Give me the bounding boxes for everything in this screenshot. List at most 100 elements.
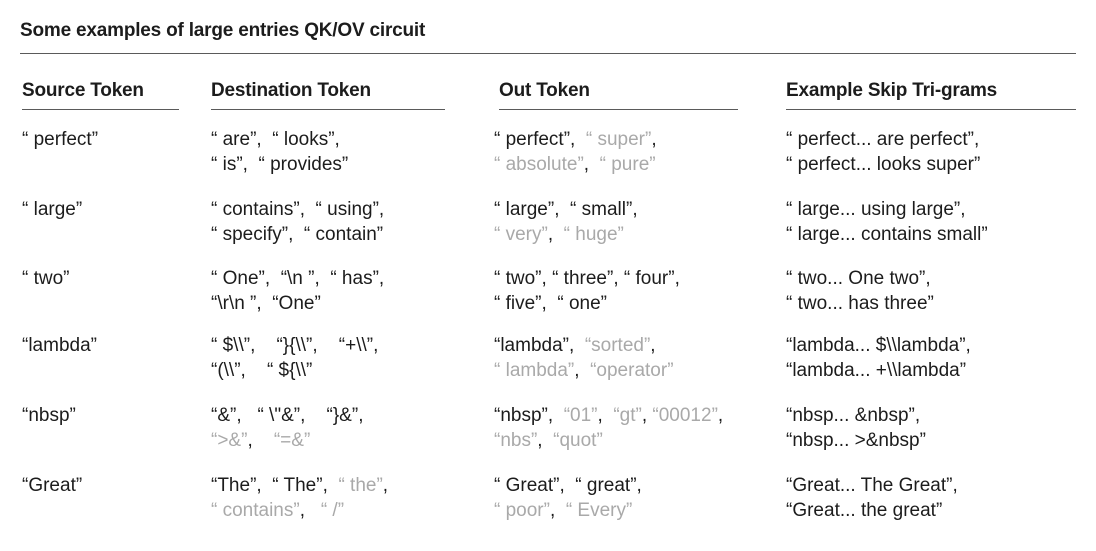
token: “ /” — [320, 500, 345, 521]
skip-trigram-cell: “ two... One two”,“ two... has three” — [786, 266, 934, 316]
token-separator: , — [549, 500, 566, 521]
skip-trigram-cell: “ large... using large”,“ large... conta… — [786, 197, 988, 247]
token: “ ${\\” — [266, 360, 313, 381]
token: “>&” — [211, 430, 248, 451]
token: “ small” — [570, 199, 633, 220]
source-token: “ large” — [22, 199, 83, 220]
token-line: “The”, “ The”, “ the”, — [211, 473, 388, 498]
token-separator: , — [334, 129, 340, 150]
token: “ great” — [575, 475, 637, 496]
token: “}&” — [326, 405, 359, 426]
token-separator: , — [247, 430, 274, 451]
token-separator: , — [299, 199, 316, 220]
token-line: “ poor”, “ Every” — [494, 498, 642, 523]
token-separator: , — [636, 475, 642, 496]
skip-trigram-example: “nbsp... >&nbsp” — [786, 430, 926, 451]
token-line: “nbsp”, “01”, “gt”, “00012”, — [494, 403, 723, 428]
token: “operator” — [590, 360, 674, 381]
token-separator: , — [256, 129, 273, 150]
header-source-token: Source Token — [22, 80, 144, 101]
token-separator: , — [358, 405, 364, 426]
token: “ has” — [330, 268, 379, 289]
token: “\r\n ” — [211, 293, 257, 314]
out-token-cell: “ Great”, “ great”,“ poor”, “ Every” — [494, 473, 642, 523]
skip-trigram-example: “Great... The Great”, — [786, 475, 958, 496]
token: “ very” — [494, 224, 548, 245]
token-separator: , — [256, 293, 273, 314]
header-out-token: Out Token — [499, 80, 590, 101]
skip-trigram-example: “lambda... +\\lambda” — [786, 360, 967, 381]
token-separator: , — [597, 405, 614, 426]
source-token: “nbsp” — [22, 405, 76, 426]
token-separator: , — [674, 268, 680, 289]
token-line: “ large”, “ small”, — [494, 197, 638, 222]
token-line: “>&”, “=&” — [211, 428, 363, 453]
token: “ the” — [338, 475, 383, 496]
token-separator: , — [650, 335, 656, 356]
skip-trigram-example: “nbsp... &nbsp”, — [786, 405, 921, 426]
destination-token-cell: “ $\\”, “}{\\”, “+\\”,“(\\”, “ ${\\” — [211, 333, 378, 383]
header-underline-trigrams — [786, 109, 1076, 110]
token: “ poor” — [494, 500, 550, 521]
token-separator: , — [300, 405, 327, 426]
skip-trigram-example: “lambda... $\\lambda”, — [786, 335, 971, 356]
token: “00012” — [652, 405, 718, 426]
token: “The” — [211, 475, 257, 496]
token: “ provides” — [258, 154, 349, 175]
token: “One” — [272, 293, 321, 314]
token-line: “ specify”, “ contain” — [211, 222, 384, 247]
source-token-cell: “Great” — [22, 473, 82, 498]
token-line: “ five”, “ one” — [494, 291, 680, 316]
header-underline-destination — [211, 109, 445, 110]
token: “ super” — [585, 129, 652, 150]
destination-token-cell: “&”, “ \"&”, “}&”,“>&”, “=&” — [211, 403, 363, 453]
token-line: “lambda”, “sorted”, — [494, 333, 674, 358]
token: “ absolute” — [494, 154, 584, 175]
token-separator: , — [717, 405, 724, 426]
token-separator: , — [541, 293, 558, 314]
token-line: “(\\”, “ ${\\” — [211, 358, 378, 383]
token-separator: , — [378, 268, 385, 289]
token-line: “\r\n ”, “One” — [211, 291, 384, 316]
token: “gt” — [613, 405, 642, 426]
skip-trigram-example: “ two... One two”, — [786, 268, 931, 289]
token-separator: , — [240, 360, 267, 381]
token: “ large” — [494, 199, 555, 220]
token-separator: , — [574, 360, 591, 381]
token: “ contains” — [211, 199, 300, 220]
destination-token-cell: “ are”, “ looks”,“ is”, “ provides” — [211, 127, 348, 177]
token: “ One” — [211, 268, 265, 289]
header-destination-token: Destination Token — [211, 80, 371, 101]
destination-token-cell: “ contains”, “ using”,“ specify”, “ cont… — [211, 197, 384, 247]
source-token-cell: “ perfect” — [22, 127, 98, 152]
token: “ perfect” — [494, 129, 571, 150]
token: “ Great” — [494, 475, 560, 496]
token-separator: , — [570, 129, 586, 150]
token-separator: , — [568, 335, 585, 356]
token-line: “&”, “ \"&”, “}&”, — [211, 403, 363, 428]
token-separator: , — [651, 129, 657, 150]
destination-token-cell: “The”, “ The”, “ the”,“ contains”, “ /” — [211, 473, 388, 523]
token: “ two” — [494, 268, 542, 289]
token-separator: , — [554, 199, 571, 220]
token-separator: , — [641, 405, 653, 426]
token: “ using” — [315, 199, 379, 220]
token-separator: , — [382, 475, 389, 496]
token-separator: , — [378, 199, 385, 220]
token-line: “ very”, “ huge” — [494, 222, 638, 247]
token-line: “ Great”, “ great”, — [494, 473, 642, 498]
header-underline-source — [22, 109, 179, 110]
token-separator: , — [547, 224, 564, 245]
token: “ contains” — [211, 500, 300, 521]
skip-trigram-cell: “Great... The Great”,“Great... the great… — [786, 473, 958, 523]
token-separator: , — [613, 268, 624, 289]
token: “ three” — [552, 268, 614, 289]
token-separator: , — [559, 475, 576, 496]
token: “ lambda” — [494, 360, 575, 381]
token-line: “ contains”, “ /” — [211, 498, 388, 523]
token-separator: , — [250, 335, 277, 356]
token: “nbs” — [494, 430, 538, 451]
token-line: “nbs”, “quot” — [494, 428, 723, 453]
out-token-cell: “ large”, “ small”,“ very”, “ huge” — [494, 197, 638, 247]
token: “nbsp” — [494, 405, 548, 426]
